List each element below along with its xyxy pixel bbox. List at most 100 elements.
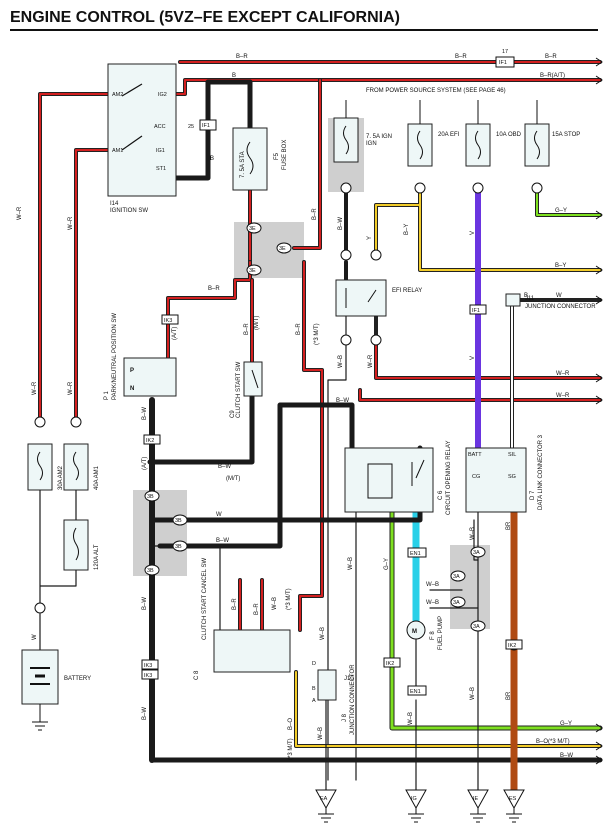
fuse-box-id: F5 <box>274 152 280 160</box>
svg-text:W–B: W–B <box>470 527 476 540</box>
connector-if1: IF1 25 <box>188 119 217 131</box>
ignition-sw-name: IGNITION SW <box>110 208 148 214</box>
conn-ik2-b: IK2 <box>386 661 394 667</box>
svg-text:PARK/NEUTRAL POSITION SW: PARK/NEUTRAL POSITION SW <box>112 313 118 400</box>
svg-text:B–R: B–R <box>232 598 238 610</box>
wire-wr-right <box>374 314 602 380</box>
svg-text:(*3 M/T): (*3 M/T) <box>288 738 294 760</box>
svg-text:W–R: W–R <box>556 371 570 377</box>
svg-text:W: W <box>32 634 38 640</box>
svg-text:3E: 3E <box>249 226 256 232</box>
svg-text:BR: BR <box>506 521 512 530</box>
svg-text:3E: 3E <box>249 268 256 274</box>
svg-text:IGN: IGN <box>366 141 377 147</box>
conn-ik2-c: IK2 <box>508 643 516 649</box>
svg-text:W: W <box>556 293 562 299</box>
svg-text:IE: IE <box>473 796 479 802</box>
svg-text:CIRCUIT OPENING RELAY: CIRCUIT OPENING RELAY <box>446 441 452 515</box>
wire-gy-relay <box>389 509 603 731</box>
svg-text:W–R: W–R <box>32 381 38 395</box>
wire-wr-am1 <box>74 148 110 420</box>
svg-text:7. 5A IGN: 7. 5A IGN <box>366 134 392 140</box>
ground-es: ES <box>503 789 525 823</box>
svg-text:B–R: B–R <box>312 208 318 220</box>
svg-text:W–R: W–R <box>17 206 23 220</box>
ignition-switch: AM2 IG2 ACC AM1 IG1 ST1 I14 IGNITION SW <box>107 63 177 214</box>
svg-text:CLUTCH START CANCEL SW: CLUTCH START CANCEL SW <box>202 558 208 640</box>
svg-text:3B: 3B <box>175 518 182 524</box>
svg-text:G–Y: G–Y <box>555 208 567 214</box>
svg-text:C9: C9 <box>230 410 236 418</box>
term-ig2: IG2 <box>158 92 167 98</box>
conn-en1-b: EN1 <box>410 689 421 695</box>
svg-text:B: B <box>312 686 316 692</box>
fuse-alt: 120A ALT <box>63 519 100 571</box>
efi-relay-label: EFI RELAY <box>392 288 422 294</box>
svg-text:B–R: B–R <box>254 603 260 615</box>
svg-text:SIL: SIL <box>508 452 516 458</box>
wire-b-ig2 <box>205 79 253 131</box>
svg-text:N: N <box>130 386 134 392</box>
svg-text:3B: 3B <box>147 494 154 500</box>
svg-text:B–W: B–W <box>142 407 148 420</box>
svg-text:W–B: W–B <box>320 627 326 640</box>
svg-text:J11: J11 <box>525 296 535 302</box>
wire-wr-am2 <box>38 92 110 420</box>
svg-text:15A STOP: 15A STOP <box>552 132 580 138</box>
wire-wr-right2 <box>358 388 602 402</box>
svg-text:(*3 M/T): (*3 M/T) <box>286 588 292 610</box>
ground-ig: IG <box>405 789 427 823</box>
wire-w-j11 <box>510 298 602 450</box>
clutch-start-sw: C9 CLUTCH START SW <box>230 361 263 418</box>
circuit-opening-relay: C 6 CIRCUIT OPENING RELAY <box>344 441 452 515</box>
svg-text:IF1: IF1 <box>202 123 210 129</box>
svg-text:W–R: W–R <box>368 354 374 368</box>
svg-text:C 8: C 8 <box>194 670 200 680</box>
svg-text:CLUTCH START SW: CLUTCH START SW <box>236 361 242 418</box>
svg-text:BATTERY: BATTERY <box>64 676 91 682</box>
connector-oval-3a: 3A 3A 3A 3A <box>450 546 486 632</box>
clutch-start-cancel-sw: C 8 CLUTCH START CANCEL SW <box>194 558 291 680</box>
svg-text:W–B: W–B <box>408 712 414 725</box>
wire-bo <box>294 670 602 748</box>
svg-text:W–R: W–R <box>556 393 570 399</box>
svg-text:B–O(*3 M/T): B–O(*3 M/T) <box>536 739 570 745</box>
svg-text:B–W: B–W <box>336 398 349 404</box>
junction-j8: D B A J10 J 8 JUNCTION CONNECTOR <box>312 661 356 735</box>
svg-text:3A: 3A <box>473 550 480 556</box>
conn-en1-a: EN1 <box>410 551 421 557</box>
wire-red-cancel <box>238 578 264 632</box>
svg-text:BATT: BATT <box>468 452 482 458</box>
svg-text:B: B <box>232 73 236 79</box>
svg-text:B–R: B–R <box>244 323 250 335</box>
svg-text:B–W: B–W <box>142 597 148 610</box>
park-neutral-sw: P N P 1 PARK/NEUTRAL POSITION SW <box>104 313 177 400</box>
svg-text:B–Y: B–Y <box>404 224 410 235</box>
svg-text:3B: 3B <box>147 568 154 574</box>
svg-text:IF1: IF1 <box>499 60 507 66</box>
fuse-obd: 10A OBD <box>465 123 522 167</box>
svg-text:W: W <box>216 512 222 518</box>
fuse-efi: 20A EFI <box>407 123 460 167</box>
connector-if1-top: IF1 17 <box>495 49 515 68</box>
svg-text:W–B: W–B <box>318 727 324 740</box>
term-ig1: IG1 <box>156 148 165 154</box>
svg-text:G–Y: G–Y <box>560 721 572 727</box>
ignition-sw-id: I14 <box>110 201 119 207</box>
connector-rects <box>141 304 523 696</box>
svg-text:B–W: B–W <box>218 464 231 470</box>
ground-ea: EA <box>315 789 337 823</box>
svg-text:B–Y: B–Y <box>555 263 566 269</box>
svg-text:25: 25 <box>188 124 194 130</box>
connector-oval-3e: 3E 3E 3E <box>246 222 292 276</box>
svg-text:BR: BR <box>506 691 512 700</box>
wire-b-relay-top <box>157 402 355 549</box>
svg-text:20A EFI: 20A EFI <box>438 132 460 138</box>
wire-wb-relay <box>327 315 347 781</box>
conn-ik3-a: IK3 <box>164 318 172 324</box>
svg-text:30A AM2: 30A AM2 <box>58 465 64 490</box>
svg-text:B–W: B–W <box>216 538 229 544</box>
svg-text:B–W: B–W <box>338 217 344 230</box>
svg-text:B–W: B–W <box>560 753 573 759</box>
fuse-box-name: FUSE BOX <box>282 140 288 170</box>
